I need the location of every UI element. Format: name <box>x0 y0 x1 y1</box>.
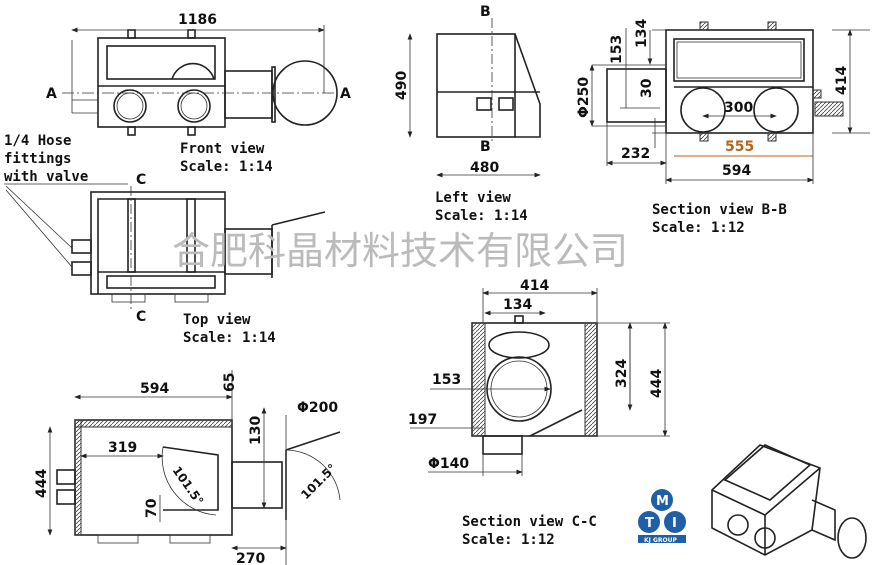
section-view-cc: 414 134 324 444 153 197 Φ140 Section vie… <box>408 278 670 548</box>
cc-dim-324: 324 <box>614 359 630 388</box>
hose-note-line-2: fittings <box>4 151 71 167</box>
logo-subtitle: KJ GROUP <box>644 537 677 544</box>
dim-414: 414 <box>834 66 850 95</box>
section-mark-b-bottom: B <box>480 139 491 155</box>
hose-note-line-1: 1/4 Hose <box>4 133 71 149</box>
section-view-bb: Φ250 153 134 30 300 414 555 232 594 Sect… <box>576 19 870 236</box>
left-view-scale: Scale: 1:14 <box>435 208 528 224</box>
cc-dim-197: 197 <box>408 412 437 428</box>
side-dim-phi-200: Φ200 <box>297 400 338 416</box>
mti-logo: M T I KJ GROUP <box>638 489 686 544</box>
side-dim-444: 444 <box>34 469 50 498</box>
hose-note: 1/4 Hose fittings with valve <box>4 133 128 268</box>
section-mark-a-left: A <box>46 86 57 102</box>
section-mark-a-right: A <box>340 86 351 102</box>
angle-left: 101.5° <box>170 464 207 508</box>
section-cc-scale: Scale: 1:12 <box>462 532 555 548</box>
left-view-title: Left view <box>435 190 511 206</box>
side-dim-270: 270 <box>236 551 265 565</box>
top-view-scale: Scale: 1:14 <box>183 330 276 346</box>
dim-555: 555 <box>725 139 754 155</box>
side-section-view: 594 319 444 65 130 70 270 Φ200 101.5° 10… <box>34 370 341 565</box>
dim-594: 594 <box>722 163 751 179</box>
cc-dim-134: 134 <box>503 297 532 313</box>
section-bb-title: Section view B-B <box>652 202 787 218</box>
dim-300: 300 <box>724 100 753 116</box>
logo-letter-m: M <box>656 494 669 509</box>
section-mark-c-top: C <box>136 172 146 188</box>
dim-480: 480 <box>470 160 499 176</box>
side-dim-65: 65 <box>222 373 238 392</box>
cc-dim-414: 414 <box>520 278 549 294</box>
left-view: 490 480 B B Left view Scale: 1:14 <box>394 4 541 224</box>
section-mark-b-top: B <box>480 4 491 20</box>
angle-right: 101.5° <box>298 461 339 502</box>
front-view-title: Front view <box>180 141 265 157</box>
dim-134: 134 <box>634 19 650 48</box>
dim-153: 153 <box>609 35 625 64</box>
logo-letter-t: T <box>645 516 654 531</box>
cc-dim-444: 444 <box>649 369 665 398</box>
side-dim-594: 594 <box>140 381 169 397</box>
watermark: 合肥科晶材料技术有限公司 <box>172 229 628 273</box>
dim-490: 490 <box>394 71 410 100</box>
dim-232: 232 <box>621 146 650 162</box>
front-view-scale: Scale: 1:14 <box>180 159 273 175</box>
front-view: 1186 A A Front view Scale: 1:14 <box>46 12 351 175</box>
side-dim-70: 70 <box>144 498 160 518</box>
dim-30: 30 <box>639 78 655 98</box>
logo-letter-i: I <box>672 516 677 531</box>
top-view: C C Top view Scale: 1:14 <box>71 172 326 346</box>
cc-dim-153: 153 <box>432 372 461 388</box>
dim-phi-250: Φ250 <box>576 77 592 118</box>
side-dim-319: 319 <box>108 440 137 456</box>
isometric-glovebox-sketch <box>711 444 867 559</box>
section-cc-title: Section view C-C <box>462 514 597 530</box>
section-mark-c-bottom: C <box>136 309 146 325</box>
section-bb-scale: Scale: 1:12 <box>652 220 745 236</box>
top-view-title: Top view <box>183 312 251 328</box>
hose-note-line-3: with valve <box>4 169 88 185</box>
side-dim-130: 130 <box>248 416 264 445</box>
dim-1186: 1186 <box>178 12 217 28</box>
cc-dim-phi-140: Φ140 <box>428 456 469 472</box>
